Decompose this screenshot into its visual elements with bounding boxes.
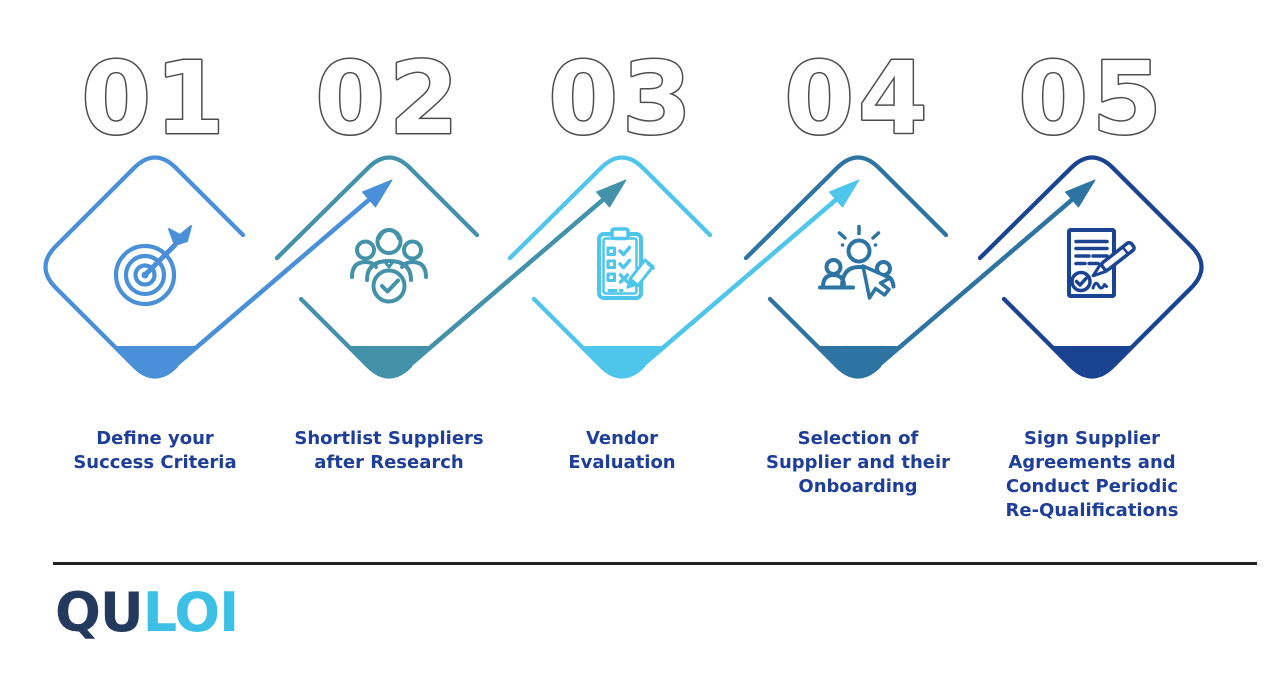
arrow-step3-to-step4 xyxy=(641,179,860,367)
step-2-label: Shortlist Suppliers after Research xyxy=(269,427,509,475)
label-line: Shortlist Suppliers xyxy=(294,428,484,449)
step-2-triangle xyxy=(349,346,429,378)
step-2-number: 02 xyxy=(315,40,462,157)
step-3-number: 03 xyxy=(548,40,695,157)
step-1-number: 01 xyxy=(81,40,228,157)
step-4-diamond xyxy=(743,155,949,379)
team-check-icon xyxy=(350,228,428,304)
step-5-diamond xyxy=(977,155,1204,379)
label-line: Re-Qualifications xyxy=(1005,500,1179,521)
label-line: Conduct Periodic xyxy=(1005,476,1179,497)
logo-qu: QU xyxy=(55,581,144,644)
step-4-triangle xyxy=(818,346,898,378)
team-select-cursor-icon xyxy=(818,224,896,300)
arrowhead xyxy=(596,179,627,208)
arrow-step1-to-step2 xyxy=(174,179,393,367)
arrow-step2-to-step3 xyxy=(408,179,627,367)
label-line: Vendor xyxy=(585,428,659,449)
label-line: Onboarding xyxy=(798,476,918,497)
contract-sign-icon xyxy=(1067,228,1136,298)
logo-loi: LOI xyxy=(142,581,239,644)
step-4-label: Selection of Supplier and their Onboardi… xyxy=(738,427,978,499)
step-3-triangle xyxy=(582,346,662,378)
label-line: Define your xyxy=(96,428,214,449)
arrow-step4-to-step5 xyxy=(877,179,1096,367)
step-1-triangle xyxy=(115,346,195,378)
divider-line xyxy=(53,562,1257,565)
flow-diagram: 01 02 03 04 05 xyxy=(43,39,1204,379)
label-line: Evaluation xyxy=(568,452,676,473)
arrowhead xyxy=(1065,179,1096,208)
step-3-label: Vendor Evaluation xyxy=(502,427,742,475)
step-5-number: 05 xyxy=(1018,40,1165,157)
step-5-triangle xyxy=(1052,346,1132,378)
step-3-diamond xyxy=(507,155,713,379)
arrowhead xyxy=(362,179,393,208)
step-1-diamond xyxy=(43,155,246,379)
label-line: Supplier and their xyxy=(765,452,951,473)
label-line: after Research xyxy=(314,452,464,473)
label-line: Selection of xyxy=(797,428,919,449)
label-line: Sign Supplier xyxy=(1023,428,1161,449)
target-icon xyxy=(113,225,192,307)
arrowhead xyxy=(829,179,860,208)
label-line: Success Criteria xyxy=(73,452,237,473)
label-line: Agreements and xyxy=(1008,452,1176,473)
step-2-diamond xyxy=(274,155,480,379)
quloi-logo: QULOI xyxy=(55,586,239,640)
checklist-icon xyxy=(597,227,655,300)
step-1-label: Define your Success Criteria xyxy=(35,427,275,475)
step-5-label: Sign Supplier Agreements and Conduct Per… xyxy=(972,427,1212,523)
step-4-number: 04 xyxy=(784,40,931,157)
